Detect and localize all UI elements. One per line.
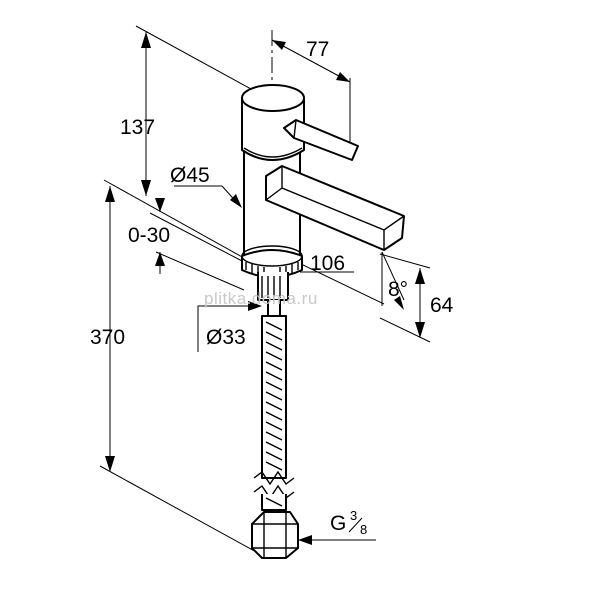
thread-base-label: G bbox=[330, 512, 346, 535]
dim-spout-reach: 77 bbox=[306, 38, 329, 61]
dim-height-top: 137 bbox=[120, 116, 155, 139]
faucet-body bbox=[241, 84, 405, 317]
dim-spout-length: 106 bbox=[310, 252, 345, 275]
dim-thread-size: G 3 8 bbox=[330, 508, 367, 537]
watermark-text: plitka.doma.ru bbox=[204, 289, 318, 308]
flexible-hose bbox=[251, 315, 299, 559]
dim-outlet-height: 64 bbox=[430, 294, 454, 317]
dim-body-diameter: Ø45 bbox=[170, 164, 210, 187]
thread-denominator: 8 bbox=[360, 522, 367, 537]
dim-outlet-angle: 8° bbox=[388, 278, 408, 301]
thread-numerator: 3 bbox=[350, 508, 357, 523]
dim-deck-thickness: 0-30 bbox=[128, 224, 170, 247]
dim-mount-diameter: Ø33 bbox=[206, 326, 246, 349]
dim-total-height: 370 bbox=[90, 326, 125, 349]
